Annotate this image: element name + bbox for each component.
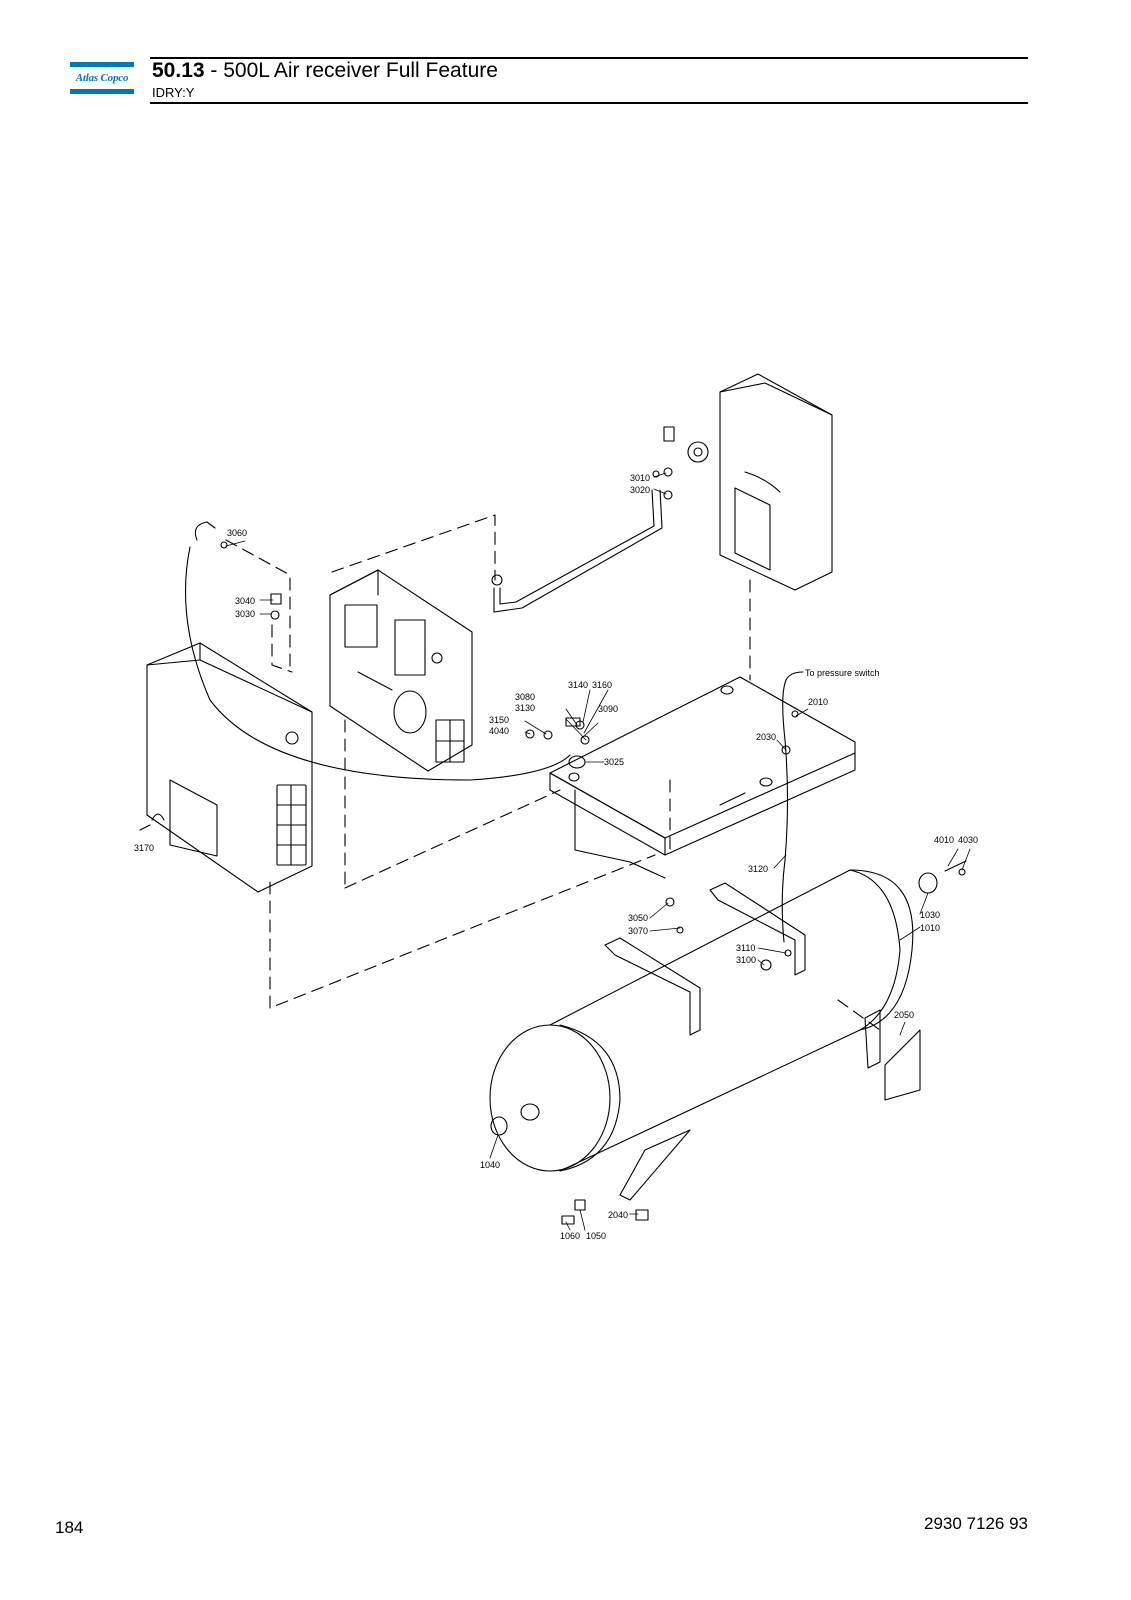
header-rule-top (150, 57, 1028, 59)
callout-3020: 3020 (630, 485, 650, 495)
callout-3160: 3160 (592, 680, 612, 690)
callout-1040: 1040 (480, 1160, 500, 1170)
connection-tube (491, 470, 663, 613)
pressure-switch-line (781, 679, 789, 943)
side-panel (139, 642, 313, 893)
callout-4030: 4030 (958, 835, 978, 845)
callout-1050: 1050 (586, 1231, 606, 1241)
callout-3070: 3070 (628, 926, 648, 936)
callout-4010: 4010 (934, 835, 954, 845)
dryer-cover (663, 373, 833, 591)
callout-3110: 3110 (736, 943, 755, 953)
leader-lines (225, 472, 971, 1231)
callout-3025: 3025 (604, 757, 624, 767)
callout-3030: 3030 (235, 609, 255, 619)
hose-line (184, 546, 571, 781)
logo-bar-top (70, 62, 134, 67)
title-separator: - (204, 59, 224, 82)
callout-3040: 3040 (235, 596, 255, 606)
callout-1060: 1060 (560, 1231, 580, 1241)
logo-bar-bottom (70, 89, 134, 94)
page-number: 184 (55, 1518, 84, 1537)
callout-2040: 2040 (608, 1210, 628, 1220)
callout-labels: 3060 3040 3030 3010 3020 To pressure swi… (134, 473, 978, 1241)
air-receiver-tank (489, 860, 967, 1225)
header-rule-bottom (150, 102, 1028, 104)
section-title: 500L Air receiver Full Feature (223, 59, 498, 82)
callout-3170: 3170 (134, 843, 154, 853)
callout-2030: 2030 (756, 732, 776, 742)
dryer-unit (329, 569, 473, 772)
callout-3050: 3050 (628, 913, 648, 923)
base-plate (549, 676, 856, 879)
callout-3150: 3150 (489, 715, 509, 725)
callout-3130: 3130 (515, 703, 535, 713)
callout-1010: 1010 (920, 923, 940, 933)
callout-2050: 2050 (894, 1010, 914, 1020)
document-number: 2930 7126 93 (924, 1514, 1028, 1533)
callout-2010: 2010 (808, 697, 828, 707)
fittings (194, 467, 966, 971)
callout-3140: 3140 (568, 680, 588, 690)
callout-1030: 1030 (920, 910, 940, 920)
callout-3080: 3080 (515, 692, 535, 702)
callout-to-pressure-switch: To pressure switch (805, 668, 880, 678)
callout-3090: 3090 (598, 704, 618, 714)
callout-4040: 4040 (489, 726, 509, 736)
logo-text: Atlas Copco (75, 72, 129, 84)
assembly-guide-lines (225, 514, 881, 1031)
section-number: 50.13 (152, 59, 205, 82)
callout-3010: 3010 (630, 473, 650, 483)
page-title: 50.13 - 500L Air receiver Full Feature (152, 58, 498, 84)
callout-3100: 3100 (736, 955, 756, 965)
callout-3120: 3120 (748, 864, 768, 874)
page-subtitle: IDRY:Y (152, 85, 195, 100)
atlas-copco-logo: Atlas Copco (70, 62, 134, 94)
callout-3060: 3060 (227, 528, 247, 538)
